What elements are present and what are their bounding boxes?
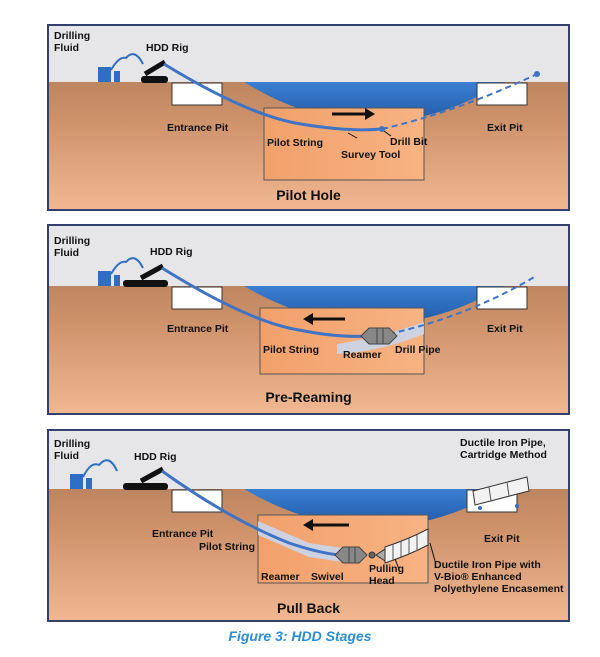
drilling-fluid-label: Drilling Fluid (54, 30, 91, 54)
pilot-hole-illustration (49, 26, 568, 209)
pilot-string-path (163, 62, 382, 132)
entrance-pit-label: Entrance Pit (167, 323, 229, 335)
hdd-rig-label: HDD Rig (150, 246, 193, 258)
drilling-fluid-label: Drilling Fluid (54, 235, 91, 259)
reamer-label: Reamer (261, 571, 300, 583)
arrowhead (303, 519, 313, 531)
reamer (360, 327, 398, 345)
rig-track (123, 280, 168, 287)
exit-pit-label: Exit Pit (487, 323, 523, 335)
reamer-label: Reamer (343, 349, 382, 361)
pilot-string-path (161, 266, 370, 338)
arrowhead (303, 313, 313, 325)
drill-bit-leader (383, 130, 392, 137)
hdd-rig (139, 466, 165, 484)
reamer (334, 546, 368, 564)
pilot-string-label: Pilot String (263, 344, 319, 356)
encasement-leader (429, 542, 436, 562)
panel-title-pre-reaming: Pre-Reaming (265, 389, 352, 405)
pilot-string-label: Pilot String (267, 137, 323, 149)
figure-caption: Figure 3: HDD Stages (228, 628, 372, 644)
swivel-label: Swivel (311, 571, 344, 583)
survey-tool-leader (347, 132, 358, 139)
drilling-fluid-tank (98, 67, 111, 82)
panel-title-pilot-hole: Pilot Hole (276, 187, 341, 203)
ductile-iron-encasement-label: Ductile Iron Pipe with V-Bio® Enhanced P… (434, 559, 564, 595)
pre-reaming-illustration (49, 226, 568, 413)
panel-title-pull-back: Pull Back (276, 600, 341, 616)
arrowhead (365, 108, 375, 120)
exit-pit (476, 82, 528, 106)
exit-pit-label: Exit Pit (487, 122, 523, 134)
pilot-hole-panel: Drilling Fluid HDD Rig Entrance Pit Exit… (47, 24, 570, 211)
pilot-string-label: Pilot String (199, 541, 255, 553)
survey-tool-label: Survey Tool (341, 149, 401, 161)
hdd-rig (143, 59, 167, 77)
pull-back-illustration (49, 431, 568, 620)
drilling-fluid-label: Drilling Fluid (54, 438, 91, 462)
drilling-fluid-tank (98, 271, 111, 286)
ductile-iron-cartridge-label: Ductile Iron Pipe, Cartridge Method (460, 437, 547, 461)
pull-back-panel: Drilling Fluid HDD Rig Entrance Pit Exit… (47, 429, 570, 622)
target-point (534, 71, 540, 77)
swivel (368, 551, 376, 559)
pulling-head-label: Pulling Head (369, 563, 404, 587)
hdd-rig-label: HDD Rig (134, 451, 177, 463)
pre-reaming-panel: Drilling Fluid HDD Rig Entrance Pit Exit… (47, 224, 570, 415)
hdd-rig-label: HDD Rig (146, 42, 189, 54)
fluid-hose (82, 459, 118, 478)
entrance-pit (171, 489, 223, 513)
rig-track (141, 76, 168, 83)
cartridge-pipe (472, 476, 530, 506)
entrance-pit-label: Entrance Pit (152, 528, 214, 540)
entrance-pit-label: Entrance Pit (167, 122, 229, 134)
fluid-hose (110, 53, 144, 71)
drill-bit-label: Drill Bit (390, 136, 428, 148)
drilling-fluid-pump (114, 275, 120, 286)
planned-path (381, 73, 538, 130)
fluid-hose (110, 257, 144, 275)
drilling-fluid-tank (70, 474, 83, 489)
pulling-head-leader (394, 558, 400, 570)
drilling-fluid-pump (114, 71, 120, 82)
pilot-string-path (161, 469, 340, 557)
exit-pit (476, 286, 528, 310)
hdd-rig (139, 263, 165, 281)
drill-pipe-path (388, 275, 537, 335)
drilling-fluid-pump (86, 478, 92, 489)
detail-box (263, 107, 425, 181)
exit-pit-label: Exit Pit (484, 533, 520, 545)
rig-track (123, 483, 168, 490)
drill-pipe-label: Drill Pipe (395, 344, 441, 356)
